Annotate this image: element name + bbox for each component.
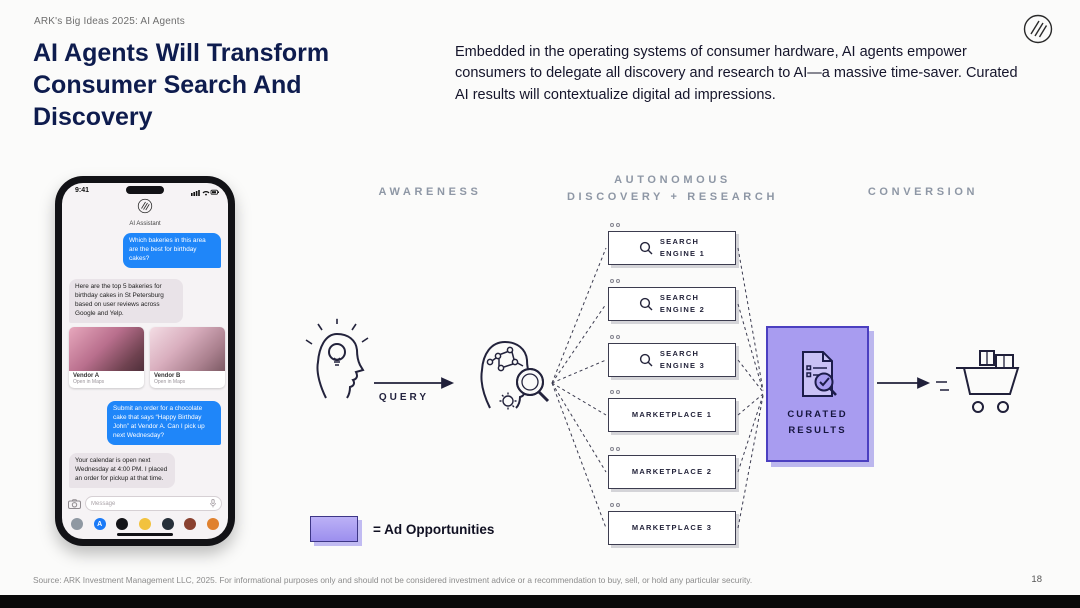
vendor-card-a: Vendor A Open in Maps	[69, 327, 144, 388]
vendor-b-photo	[150, 327, 225, 371]
chat-bubble-user: Which bakeries in this area are the best…	[123, 233, 221, 268]
window-dots-icon	[610, 447, 620, 451]
status-time: 9:41	[75, 187, 90, 194]
mic-icon	[210, 499, 216, 508]
phone-screen: 9:41 AI Assistant Which bakeries in this…	[62, 183, 228, 539]
legend-label: = Ad Opportunities	[373, 521, 495, 537]
search-icon	[639, 353, 653, 367]
vendor-b-name: Vendor B	[154, 373, 181, 379]
app-icon	[116, 518, 129, 530]
curated-results-box: CURATED RESULTS	[766, 326, 869, 462]
window-dots-icon	[610, 335, 620, 339]
vendor-a-link: Open in Maps	[73, 379, 105, 385]
ark-brand-icon	[1023, 14, 1053, 44]
chat-bubble-user: Submit an order for a chocolate cake tha…	[107, 401, 221, 445]
curated-results-label: CURATED RESULTS	[787, 408, 848, 436]
ad-opportunities-legend: = Ad Opportunities	[310, 516, 494, 542]
shopping-cart-icon	[936, 350, 1020, 413]
vendor-a-name: Vendor A	[73, 373, 100, 379]
channel-marketplace-1: MARKETPLACE 1	[608, 390, 736, 432]
app-icon	[138, 518, 151, 530]
curated-report-icon	[801, 350, 837, 397]
vendor-card-b: Vendor B Open in Maps	[150, 327, 225, 388]
app-icon-row: A	[71, 518, 219, 530]
home-indicator	[117, 533, 173, 536]
vendor-a-photo	[69, 327, 144, 371]
camera-icon	[68, 498, 81, 509]
vendor-cards: Vendor A Open in Maps Vendor B Open in M…	[69, 327, 225, 388]
app-icon	[206, 518, 219, 530]
query-label: QUERY	[378, 392, 430, 403]
app-store-icon: A	[93, 518, 106, 530]
chat-bubble-assistant: Your calendar is open next Wednesday at …	[69, 453, 175, 488]
message-input-bar	[68, 496, 222, 511]
stage-label-autonomous-discovery: AUTONOMOUS DISCOVERY + RESEARCH	[566, 174, 779, 203]
assistant-name: AI Assistant	[129, 221, 161, 227]
eyebrow-label: ARK's Big Ideas 2025: AI Agents	[34, 16, 185, 27]
ai-agent-head-icon	[480, 340, 550, 410]
window-dots-icon	[610, 223, 620, 227]
channel-search-engine-1: SEARCH ENGINE 1	[608, 223, 736, 265]
message-input[interactable]	[91, 500, 207, 507]
channel-search-engine-3: SEARCH ENGINE 3	[608, 335, 736, 377]
search-icon	[639, 241, 653, 255]
assistant-avatar-icon	[137, 198, 153, 214]
vendor-b-link: Open in Maps	[154, 379, 186, 385]
legend-purple-swatch	[310, 516, 358, 542]
phone-notch	[126, 186, 164, 194]
search-icon	[639, 297, 653, 311]
status-bar-icons	[191, 189, 219, 196]
window-dots-icon	[610, 503, 620, 507]
app-icon	[71, 518, 83, 530]
window-dots-icon	[610, 390, 620, 394]
bottom-black-bar	[0, 595, 1080, 608]
consumer-idea-icon	[305, 318, 369, 399]
chat-bubble-assistant: Here are the top 5 bakeries for birthday…	[69, 279, 183, 323]
stage-label-conversion: CONVERSION	[867, 186, 979, 198]
channel-marketplace-3: MARKETPLACE 3	[608, 503, 736, 545]
phone-mockup: 9:41 AI Assistant Which bakeries in this…	[55, 176, 235, 546]
stage-label-awareness: AWARENESS	[378, 186, 482, 198]
channel-marketplace-2: MARKETPLACE 2	[608, 447, 736, 489]
message-field	[85, 496, 222, 511]
app-icon	[184, 518, 197, 530]
app-icon	[161, 518, 174, 530]
source-disclaimer: Source: ARK Investment Management LLC, 2…	[33, 575, 753, 585]
assistant-header: AI Assistant	[62, 198, 228, 227]
page-title: AI Agents Will Transform Consumer Search…	[33, 39, 330, 131]
intro-paragraph: Embedded in the operating systems of con…	[455, 44, 1018, 103]
channel-search-engine-2: SEARCH ENGINE 2	[608, 279, 736, 321]
page-number: 18	[1031, 574, 1042, 585]
window-dots-icon	[610, 279, 620, 283]
